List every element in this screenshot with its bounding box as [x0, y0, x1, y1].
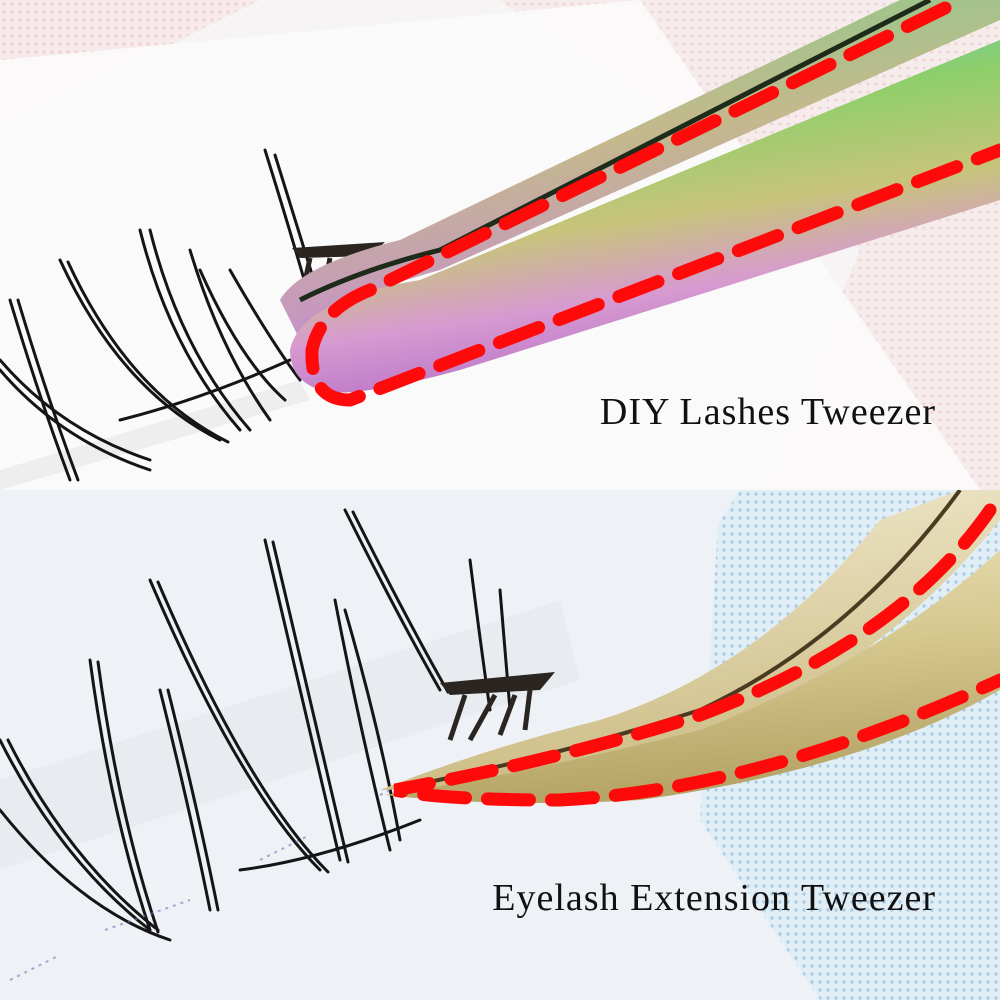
- lash-clusters-bottom: [0, 508, 512, 942]
- highlight-outline-dashed: [305, 1, 1000, 407]
- bottom-panel-extension-tweezer: Eyelash Extension Tweezer: [0, 490, 1000, 1000]
- extension-tweezer-illustration: [0, 490, 1000, 1000]
- caption-diy-lashes-tweezer: DIY Lashes Tweezer: [599, 391, 936, 433]
- caption-eyelash-extension-tweezer: Eyelash Extension Tweezer: [492, 877, 936, 919]
- lash-clusters: [0, 148, 322, 482]
- top-panel-diy-tweezer: DIY Lashes Tweezer: [0, 0, 1000, 490]
- diy-tweezer-illustration: [0, 0, 1000, 490]
- highlight-outline-dashed-bottom: [393, 503, 1000, 807]
